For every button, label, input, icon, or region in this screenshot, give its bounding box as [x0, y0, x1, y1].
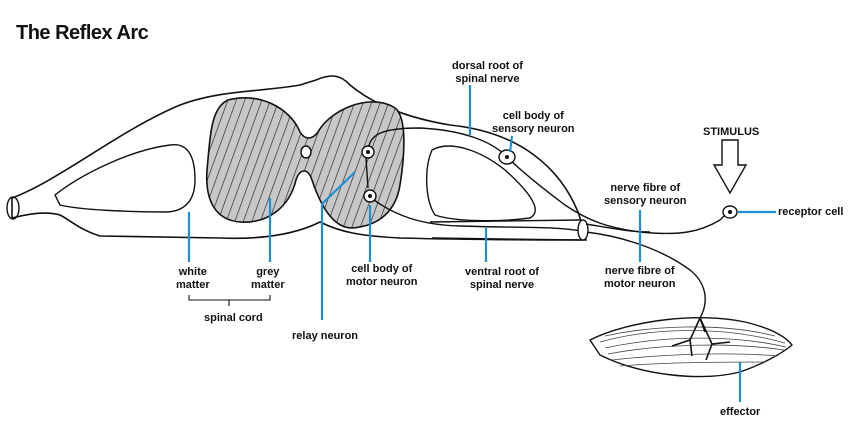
motor-end-plates	[671, 317, 731, 361]
ventral-root-outline	[429, 219, 583, 241]
spinal-nerve-cut	[577, 219, 589, 241]
central-canal	[300, 145, 312, 159]
motor-neuron-fibre	[373, 199, 706, 319]
white-matter-left	[54, 144, 196, 213]
diagram-title: The Reflex Arc	[16, 22, 149, 44]
spinal-nerve-sensory-branch	[585, 223, 651, 233]
muscle-fibres	[599, 326, 787, 367]
receptor-cell-nucleus	[728, 210, 732, 214]
label-stimulus: STIMULUS	[703, 126, 760, 138]
motor-cell-nucleus	[368, 194, 372, 198]
grey-matter	[205, 97, 405, 229]
spinal-cord-outline	[11, 75, 588, 241]
white-matter-right	[425, 145, 536, 222]
relay-neuron-fibre	[365, 157, 369, 189]
leader-lines	[187, 85, 776, 402]
cord-cut-end	[6, 196, 20, 220]
leader-cell-body-sensory	[508, 135, 514, 153]
sensory-cell-body-nucleus	[505, 155, 509, 159]
leader-relay-neuron	[320, 171, 356, 320]
relay-cell-nucleus	[366, 150, 370, 154]
sensory-neuron-fibre	[367, 127, 727, 235]
stimulus-arrow-icon	[712, 139, 748, 195]
spinal-cord-bracket	[188, 295, 271, 306]
label-receptor-cell: receptor cell	[778, 206, 844, 218]
label-effector: effector	[720, 406, 761, 418]
label-spinal-cord: spinal cord	[204, 312, 263, 324]
label-relay-neuron: relay neuron	[292, 330, 359, 342]
